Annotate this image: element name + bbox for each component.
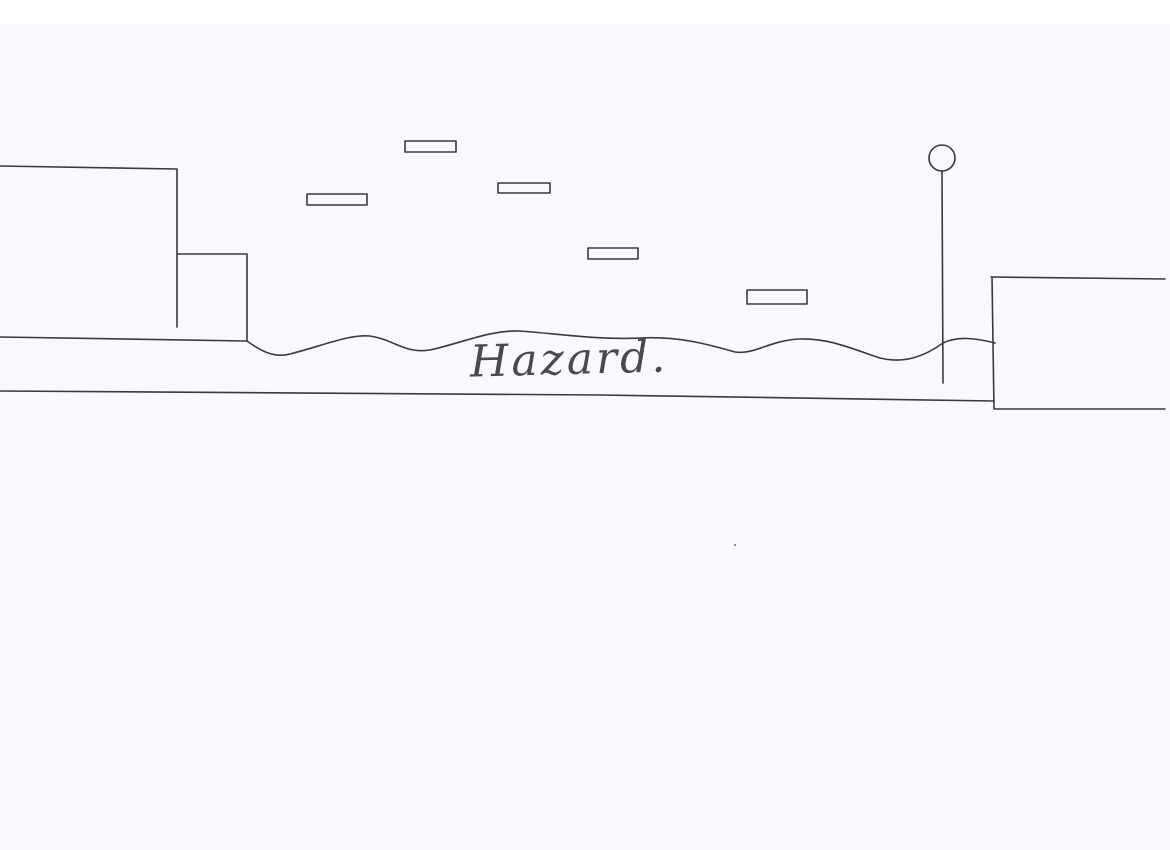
left-tall-block xyxy=(0,165,178,328)
floating-platform xyxy=(404,140,457,153)
hazard-surface-wave xyxy=(246,330,996,361)
hazard-floor-line xyxy=(0,390,995,402)
hazard-label: Hazard. xyxy=(469,331,669,388)
floating-platform xyxy=(587,247,639,260)
floating-platform xyxy=(306,193,368,206)
right-block xyxy=(990,276,1166,410)
left-step-block xyxy=(176,253,248,342)
goal-flag-ball xyxy=(928,144,956,172)
pencil-dot xyxy=(734,544,736,546)
floating-platform xyxy=(497,182,551,194)
goal-flag-pole xyxy=(941,170,944,384)
paper-top-edge xyxy=(0,0,1170,24)
floating-platform xyxy=(746,289,808,305)
hazard-top-line xyxy=(0,336,247,342)
